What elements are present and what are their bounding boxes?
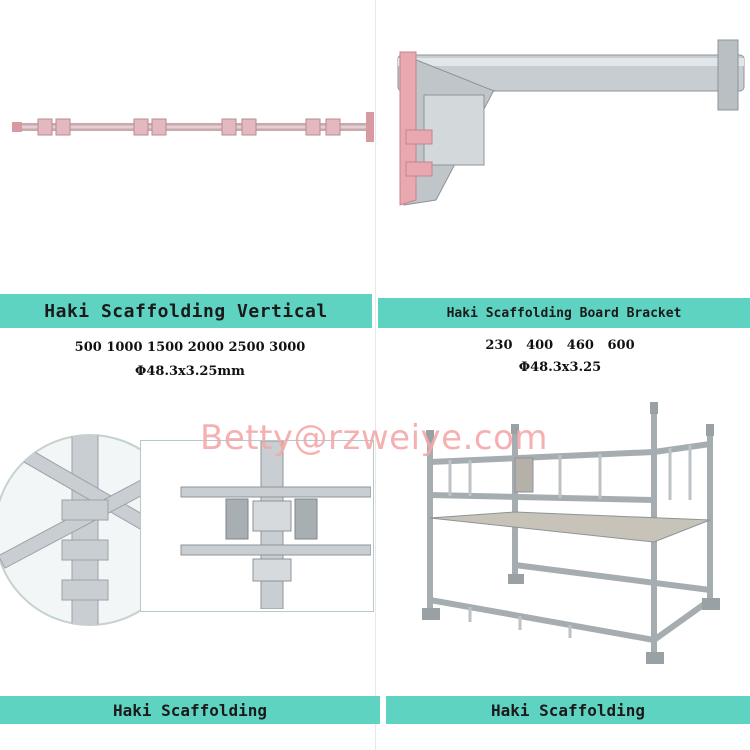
bracket-title-banner: Haki Scaffolding Board Bracket — [378, 298, 750, 328]
bracket-wedge-plate — [423, 94, 485, 166]
ledger-top — [180, 486, 371, 498]
vertical-sizes: 500 1000 1500 2000 2500 3000 — [74, 340, 306, 355]
connection-title-banner: Haki Scaffolding — [0, 696, 380, 724]
bracket-flange — [399, 51, 417, 206]
tower-platform — [429, 511, 711, 543]
board-bracket-image — [397, 39, 745, 206]
vertical-standard-image — [12, 112, 374, 142]
bracket-end-clamp — [717, 39, 739, 111]
tower-frame — [427, 410, 713, 660]
scaffold-tower-image — [422, 402, 720, 664]
bracket-spec: Φ48.3x3.25 — [518, 360, 602, 375]
bracket-title: Haki Scaffolding Board Bracket — [446, 305, 682, 321]
bracket-sizes: 230 400 460 600 — [485, 338, 635, 353]
detail-standard-tube — [71, 435, 99, 625]
node-detail-ledger-image — [180, 441, 371, 609]
spigot-end — [12, 122, 22, 132]
vertical-title-banner: Haki Scaffolding Vertical — [0, 294, 372, 328]
panel-divider — [375, 0, 376, 750]
base-flange — [366, 112, 374, 142]
node-detail-circle-image — [0, 434, 180, 626]
ledger-bottom — [180, 544, 371, 556]
email-watermark: Betty@rzweiye.com — [200, 418, 548, 458]
vertical-spec: Φ48.3x3.25mm — [135, 364, 245, 379]
tower-title: Haki Scaffolding — [490, 700, 646, 720]
connection-title: Haki Scaffolding — [112, 700, 268, 720]
rosette-lugs — [37, 118, 341, 136]
tower-title-banner: Haki Scaffolding — [386, 696, 750, 724]
vertical-title: Haki Scaffolding Vertical — [44, 300, 328, 322]
